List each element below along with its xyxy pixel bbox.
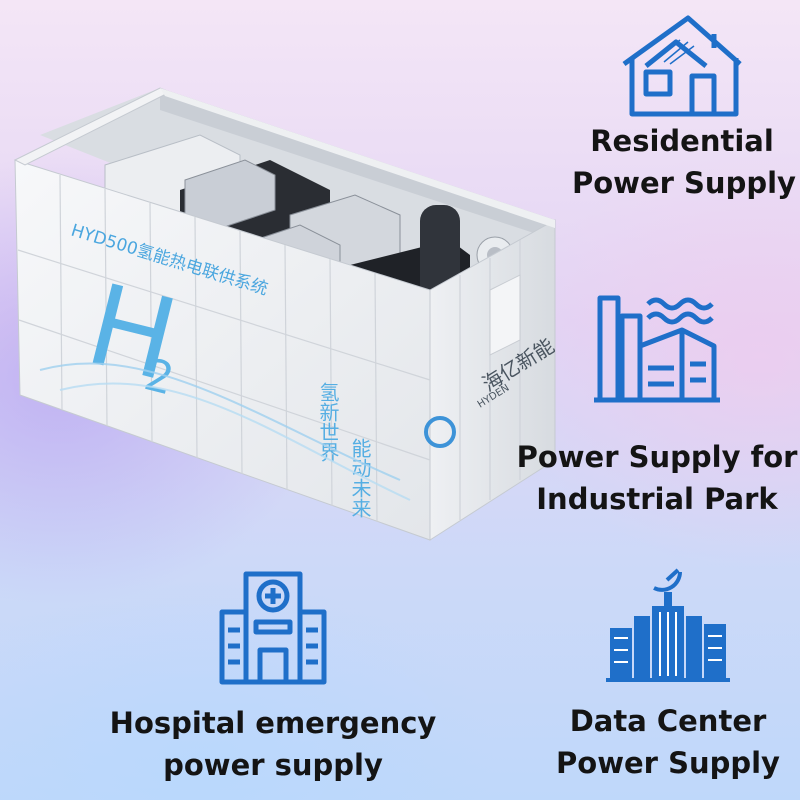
- feature-residential: Residential Power Supply: [572, 8, 796, 204]
- house-icon: [622, 15, 742, 117]
- feature-industrial-line1: Power Supply for: [516, 440, 798, 474]
- hospital-icon: [219, 571, 327, 685]
- feature-data-center-line1: Data Center: [569, 704, 767, 738]
- data-center-icon: [606, 568, 730, 682]
- container-slogan-2: 能动未来: [348, 438, 372, 518]
- brand-logo-mark: [424, 416, 456, 448]
- feature-hospital: Hospital emergency power supply: [108, 562, 438, 786]
- factory-icon: [594, 295, 720, 403]
- feature-data-center-line2: Power Supply: [556, 746, 780, 780]
- container-slogan-1: 氢新世界: [316, 382, 340, 462]
- feature-residential-line1: Residential: [590, 124, 774, 158]
- feature-residential-line2: Power Supply: [572, 166, 796, 200]
- feature-data-center: Data Center Power Supply: [550, 562, 786, 784]
- feature-industrial-line2: Industrial Park: [536, 482, 778, 516]
- feature-industrial-park: Power Supply for Industrial Park: [514, 282, 800, 520]
- feature-hospital-line2: power supply: [163, 748, 383, 782]
- hydrogen-container-image: HYD500氢能热电联供系统 H 2 氢新世界 能动未来 海亿新能 HYDEN: [13, 87, 558, 541]
- feature-hospital-line1: Hospital emergency: [109, 706, 437, 740]
